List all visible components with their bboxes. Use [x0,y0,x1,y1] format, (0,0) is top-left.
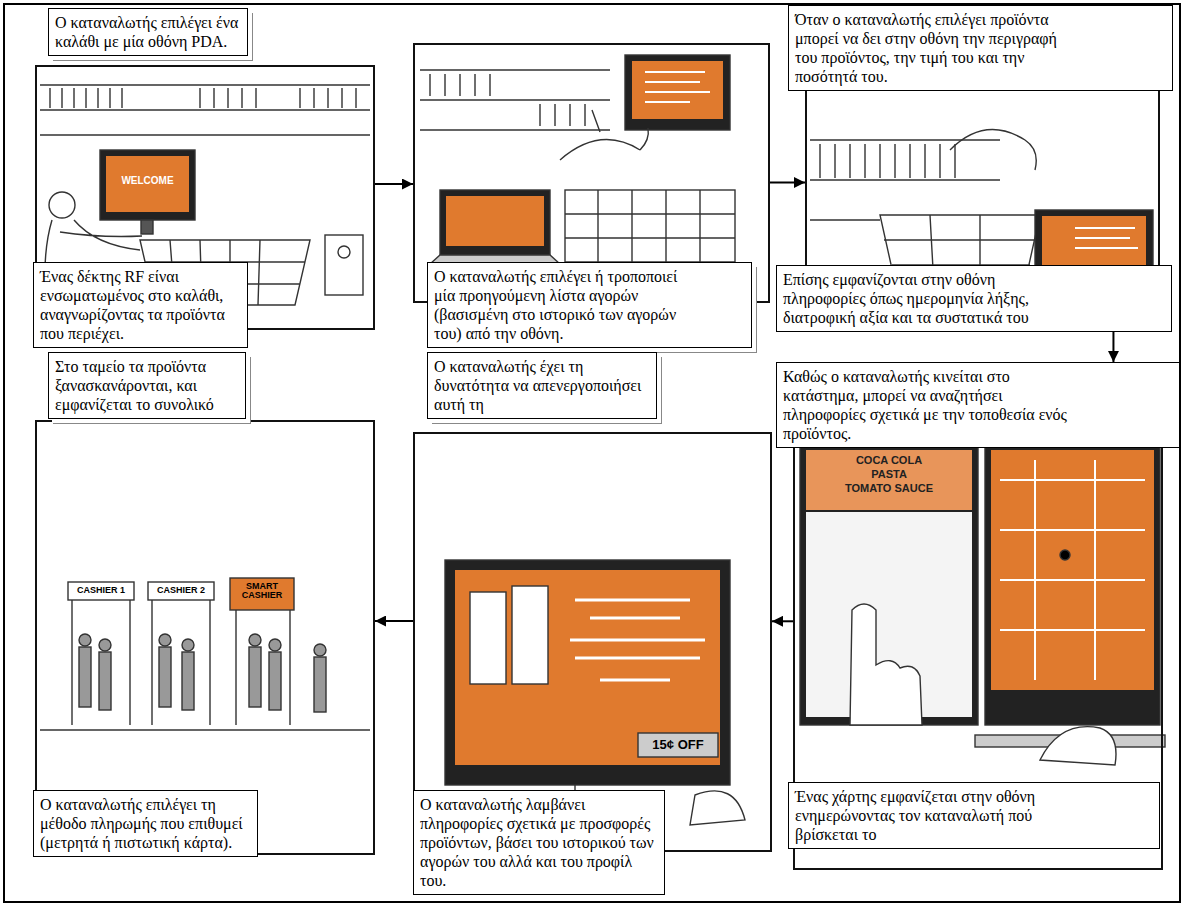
panel-frame: Ο καταναλωτής επιλέγει ή τροποποιεί μία … [413,43,770,303]
map-frame [985,445,1160,725]
kiosk [325,235,363,295]
person-head [269,639,281,651]
sign-poles [72,600,290,725]
person-body [314,657,326,712]
caption-text: Στο ταμείο τα προϊόντα ξανασκανάρονται, … [48,352,246,419]
person-head [99,639,111,651]
person-body [182,652,194,710]
monitor-frame [800,445,978,725]
person-body [99,652,111,710]
panel-4-art [800,445,1165,765]
panel-5-art [440,560,745,825]
cashier-sign [68,582,134,600]
monitor-stand [141,220,153,234]
panel-2-art [420,55,735,285]
laptop-screen [446,196,544,246]
shelf-lines [810,140,1000,220]
caption-text: Ο καταναλωτής λαμβάνει πληροφορίες σχετι… [413,790,665,895]
person-head [314,644,326,656]
caption-text: Ο καταναλωτής έχει τη δυνατότητα να απεν… [427,352,657,419]
map-screen [991,450,1154,690]
monitor-screen [455,570,720,765]
caption-text: Ο καταναλωτής επιλέγει ένα καλάθι με μία… [48,8,248,56]
screen-label: CASHIER 2 [148,586,214,595]
flow-arrow [770,182,805,184]
shelf-lines [40,85,370,135]
screen-text-lines [645,72,710,102]
shelf-lines [420,70,610,130]
screen-label: CASHIER 1 [68,586,134,595]
flow-arrow [375,183,413,185]
map-aisles [1000,460,1145,680]
pointing-hand [850,604,922,725]
screen-label: PASTA [810,469,968,481]
panel-frame: Ο καταναλωτής επιλέγει ένα καλάθι με μία… [35,65,375,330]
person-head [79,634,91,646]
floor-line [40,729,370,730]
person-body [249,647,261,707]
screen-label: 15¢ OFF [638,738,718,752]
person-body [79,647,91,707]
screen-label: SMART CASHIER [230,582,294,601]
caption-text: Όταν ο καταναλωτής επιλέγει προϊόντα μπο… [788,5,1173,91]
panel-frame: Ο καταναλωτής έχει τη δυνατότητα να απεν… [413,432,772,852]
panel-frame: Όταν ο καταναλωτής επιλέγει προϊόντα μπο… [805,62,1160,330]
queue-people [79,634,326,712]
panel-frame: Καθώς ο καταναλωτής κινείται στο κατάστη… [793,440,1163,870]
monitor-frame [625,55,730,130]
caption-text: Επίσης εμφανίζονται στην οθόνη πληροφορί… [776,265,1172,332]
panel-frame: Στο ταμείο τα προϊόντα ξανασκανάρονται, … [35,420,375,855]
person-body [269,652,281,710]
caption-text: Καθώς ο καταναλωτής κινείται στο κατάστη… [776,362,1180,448]
shopper-arm [560,110,648,160]
monitor-frame [100,150,195,220]
caption-text: Ένας χάρτης εμφανίζεται στην οθόνη ενημε… [788,782,1160,849]
outer-frame [4,4,1180,902]
product-can [512,586,548,684]
screen-label: COCA COLA [810,455,968,467]
offer-text-lines [570,600,705,680]
smart-cashier-sign [230,578,294,610]
flow-arrow [1112,332,1114,362]
person-head [249,634,261,646]
monitor-screen [106,156,189,212]
cashier-sign [148,582,214,600]
kiosk-dial [338,246,350,258]
person-head [159,634,171,646]
panel-6-art [40,578,370,730]
person-body [159,647,171,707]
caption-text: Ο καταναλωτής επιλέγει τη μέθοδο πληρωμή… [33,790,258,857]
screen-text-lines [1075,228,1138,248]
screen-label: WELCOME [106,176,189,187]
laptop-frame [440,190,550,255]
offer-badge [638,733,718,757]
flow-arrow [375,620,413,622]
caption-text: Ο καταναλωτής επιλέγει ή τροποποιεί μία … [427,262,752,348]
person-head [182,639,194,651]
shopper-arm [950,130,1036,170]
product-can [470,592,506,684]
map-marker [1060,550,1070,560]
flow-arrow [772,620,793,622]
shopper-head [49,192,75,218]
holding-hand [1040,727,1116,765]
caption-text: Ένας δέκτης RF είναι ενσωματωμένος στο κ… [33,262,248,348]
monitor-screen [632,61,723,119]
screen-label: TOMATO SAUCE [810,483,968,495]
monitor-screen [806,450,972,510]
monitor-frame [445,560,730,785]
